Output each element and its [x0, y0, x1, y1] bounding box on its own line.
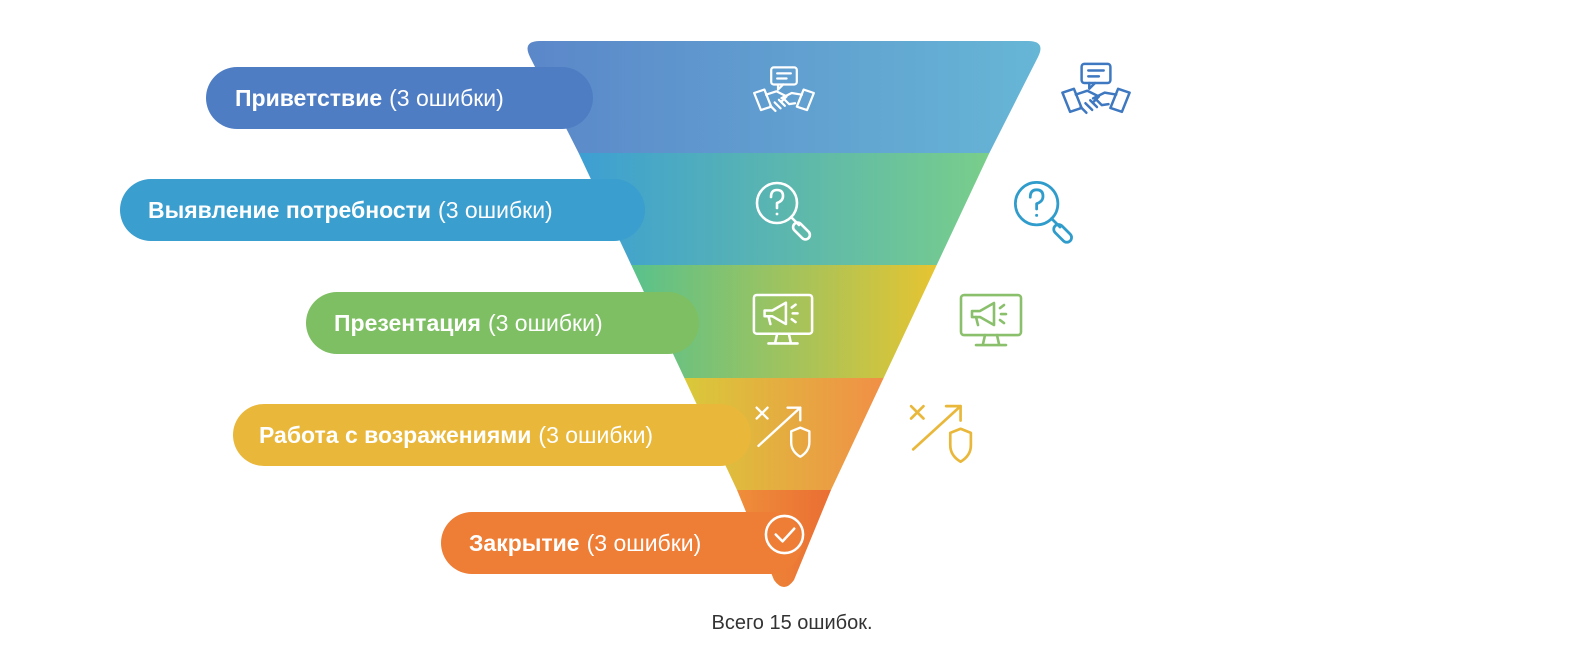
total-errors-caption: Всего 15 ошибок.	[711, 612, 873, 634]
handshake-chat-icon	[752, 64, 816, 115]
monitor-megaphone-icon	[751, 292, 815, 346]
stage-pill-greeting: Приветствие (3 ошибки)	[206, 67, 593, 129]
stage-pill-presentation: Презентация (3 ошибки)	[306, 292, 699, 354]
check-circle-icon	[763, 513, 806, 556]
stage-count: (3 ошибки)	[487, 309, 603, 336]
stage-pill-needs: Выявление потребности (3 ошибки)	[120, 179, 645, 241]
stage-pill-closing: Закрытие (3 ошибки)	[441, 512, 802, 574]
funnel-band-3	[631, 265, 937, 378]
stage-name: Выявление потребности	[148, 196, 432, 223]
funnel-band-2	[578, 153, 990, 265]
stage-name: Презентация	[334, 309, 481, 336]
handshake-chat-icon	[1060, 60, 1132, 118]
stage-pill-objections: Работа с возражениями (3 ошибки)	[233, 404, 751, 466]
stage-name: Приветствие	[235, 84, 383, 111]
objection-arrow-shield-icon	[907, 402, 975, 466]
stage-name: Закрытие	[469, 529, 580, 556]
stage-count: (3 ошибки)	[389, 84, 504, 111]
stage-count: (3 ошибки)	[438, 196, 553, 223]
monitor-megaphone-icon	[958, 292, 1024, 348]
objection-arrow-shield-icon	[753, 404, 813, 460]
question-magnifier-icon	[1009, 176, 1077, 244]
stage-name: Работа с возражениями	[259, 421, 532, 448]
stage-count: (3 ошибки)	[538, 421, 654, 448]
question-magnifier-icon	[751, 177, 815, 241]
stage-count: (3 ошибки)	[586, 529, 702, 556]
